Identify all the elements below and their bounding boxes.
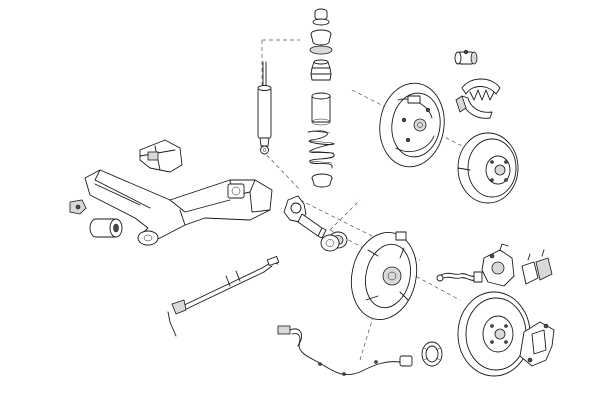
strut-top-mount bbox=[309, 29, 333, 55]
abs-ring bbox=[421, 341, 443, 367]
handbrake-cable bbox=[167, 256, 280, 337]
axle-bushing bbox=[89, 218, 123, 238]
brake-splash-shield bbox=[350, 231, 418, 320]
stub-axle bbox=[283, 195, 327, 239]
abs-sensor-cable bbox=[277, 325, 413, 376]
brake-pads bbox=[521, 249, 553, 285]
brake-drum bbox=[457, 132, 519, 204]
brake-backing-plate bbox=[379, 82, 445, 168]
wheel-bearing bbox=[320, 231, 348, 252]
trailing-arm-axle-beam bbox=[84, 169, 273, 246]
bump-stop bbox=[310, 59, 332, 81]
brake-shoes bbox=[455, 78, 501, 119]
bolt-washer bbox=[69, 199, 87, 215]
wheel-cylinder bbox=[454, 49, 478, 65]
spring-seat bbox=[311, 173, 333, 188]
brake-caliper bbox=[481, 243, 515, 287]
brake-hose bbox=[436, 271, 483, 283]
brake-disc bbox=[457, 291, 531, 377]
shock-absorber bbox=[257, 61, 272, 155]
dust-cover bbox=[311, 92, 331, 126]
axle-mount-bracket bbox=[139, 139, 183, 173]
caliper-bracket bbox=[519, 321, 555, 367]
strut-mount-nut bbox=[312, 8, 330, 26]
coil-spring bbox=[307, 130, 335, 169]
